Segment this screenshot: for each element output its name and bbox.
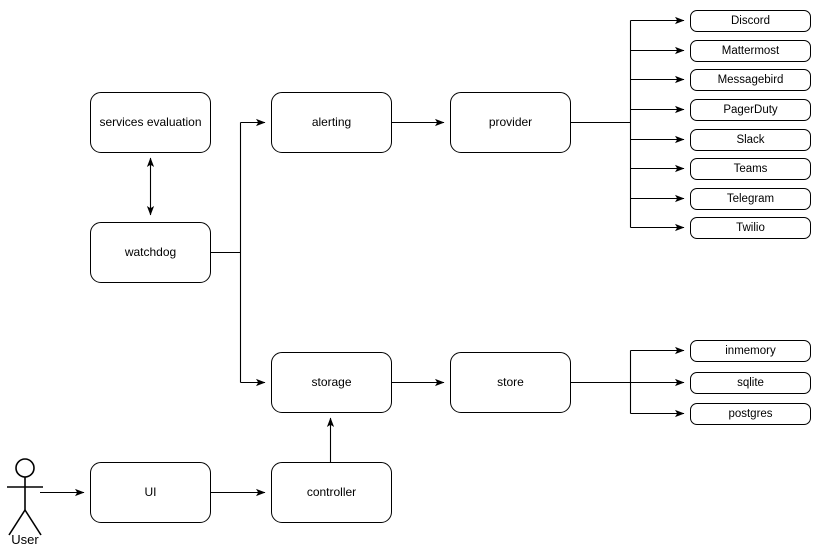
node-alerting[interactable]: alerting: [271, 92, 392, 153]
node-services-evaluation[interactable]: services evaluation: [90, 92, 211, 153]
node-store-postgres[interactable]: postgres: [690, 403, 811, 425]
node-provider-teams[interactable]: Teams: [690, 158, 811, 180]
node-storage[interactable]: storage: [271, 352, 392, 413]
node-provider-pagerduty[interactable]: PagerDuty: [690, 99, 811, 121]
node-ui[interactable]: UI: [90, 462, 211, 523]
node-provider-twilio[interactable]: Twilio: [690, 217, 811, 239]
node-watchdog[interactable]: watchdog: [90, 222, 211, 283]
node-provider-discord[interactable]: Discord: [690, 10, 811, 32]
node-store-sqlite[interactable]: sqlite: [690, 372, 811, 394]
node-store[interactable]: store: [450, 352, 571, 413]
actor-label: User: [11, 532, 39, 547]
node-store-inmemory[interactable]: inmemory: [690, 340, 811, 362]
node-controller[interactable]: controller: [271, 462, 392, 523]
node-provider[interactable]: provider: [450, 92, 571, 153]
node-provider-telegram[interactable]: Telegram: [690, 188, 811, 210]
stick-figure-actor-icon: [7, 458, 43, 536]
node-provider-messagebird[interactable]: Messagebird: [690, 69, 811, 91]
node-provider-slack[interactable]: Slack: [690, 129, 811, 151]
node-provider-mattermost[interactable]: Mattermost: [690, 40, 811, 62]
